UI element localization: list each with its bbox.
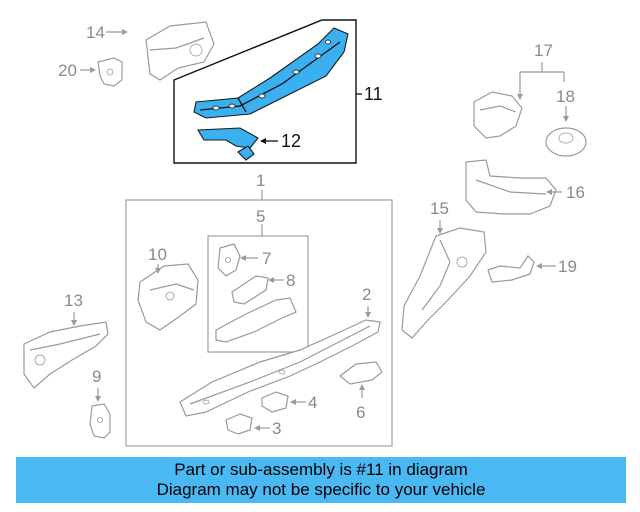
callout-9-label: 9 [92, 367, 101, 386]
callout-15: 15 [430, 199, 449, 234]
part-7[interactable] [217, 243, 241, 277]
callout-18-label: 18 [556, 87, 575, 106]
part-15[interactable] [401, 227, 487, 339]
callout-12: 12 [260, 131, 301, 151]
banner-line-2: Diagram may not be specific to your vehi… [156, 480, 486, 499]
callout-4: 4 [290, 393, 317, 412]
callout-18: 18 [556, 87, 575, 122]
callout-5: 5 [256, 207, 265, 226]
callout-17: 17 [517, 41, 565, 100]
callout-3-label: 3 [272, 419, 281, 438]
part-12-bracket[interactable] [197, 127, 259, 161]
callout-17-label: 17 [534, 41, 553, 60]
part-16[interactable] [465, 159, 557, 215]
callout-19-label: 19 [558, 257, 577, 276]
callout-6: 6 [356, 384, 365, 422]
callout-7-label: 7 [262, 249, 271, 268]
callout-8-label: 8 [286, 271, 295, 290]
callout-1: 1 [256, 171, 265, 190]
callout-16-label: 16 [566, 183, 585, 202]
assembly-box-5 [207, 224, 309, 353]
parts-diagram: 11 12 14 20 17 18 [23, 19, 587, 447]
part-8[interactable] [231, 275, 269, 305]
callout-4-label: 4 [308, 393, 317, 412]
callout-8: 8 [268, 271, 295, 290]
part-18[interactable] [545, 127, 587, 157]
callout-19: 19 [536, 257, 577, 276]
part-11-rail[interactable] [193, 27, 349, 119]
part-10[interactable] [137, 263, 199, 331]
part-13[interactable] [23, 321, 109, 389]
callout-2-label: 2 [362, 285, 371, 304]
assembly-box-1 [125, 190, 393, 447]
part-2-rail[interactable] [179, 319, 381, 417]
callout-11-label: 11 [364, 84, 383, 104]
callout-13: 13 [64, 291, 83, 326]
callout-20-label: 20 [58, 61, 77, 80]
callout-1-label: 1 [256, 171, 265, 190]
callout-2: 2 [362, 285, 371, 318]
callout-5-label: 5 [256, 207, 265, 226]
part-4[interactable] [261, 391, 289, 413]
part-14[interactable] [145, 21, 215, 81]
part-20[interactable] [97, 57, 123, 87]
callout-9: 9 [92, 367, 101, 402]
callout-20: 20 [58, 61, 96, 80]
part-5-rail[interactable] [215, 297, 297, 343]
callout-10: 10 [148, 245, 167, 274]
callout-13-label: 13 [64, 291, 83, 310]
part-9[interactable] [89, 403, 111, 439]
callout-3: 3 [254, 419, 281, 438]
part-3[interactable] [225, 413, 253, 435]
part-17[interactable] [473, 91, 523, 139]
callout-11: 11 [356, 84, 383, 104]
callout-15-label: 15 [430, 199, 449, 218]
callout-7: 7 [240, 249, 271, 268]
callout-14-label: 14 [86, 23, 105, 42]
callout-12-label: 12 [281, 131, 301, 151]
callout-14: 14 [86, 23, 128, 42]
part-19[interactable] [487, 255, 535, 283]
callout-6-label: 6 [356, 403, 365, 422]
callout-16: 16 [546, 183, 585, 202]
callout-10-label: 10 [148, 245, 167, 264]
info-banner: Part or sub-assembly is #11 in diagram D… [16, 457, 626, 503]
banner-line-1: Part or sub-assembly is #11 in diagram [174, 460, 468, 479]
part-6[interactable] [339, 361, 383, 385]
